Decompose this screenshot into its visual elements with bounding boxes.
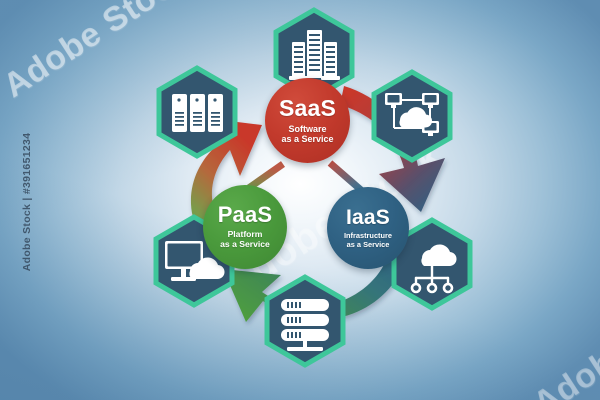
node-saas-subtitle-line1: Software — [288, 123, 327, 134]
cloud-nodes-icon — [410, 244, 457, 294]
node-iaas-title: IaaS — [346, 205, 390, 229]
hexagon-upper-left[interactable] — [155, 65, 239, 159]
server-rack-icon — [172, 94, 223, 132]
node-iaas-subtitle-line1: Infrastructure — [343, 230, 393, 240]
node-paas-subtitle-line1: Platform — [227, 229, 263, 240]
arrow-saas-to-iaas — [340, 86, 445, 212]
database-stack-icon — [281, 299, 329, 351]
node-paas-title: PaaS — [217, 202, 273, 228]
cloud-network-icon — [385, 93, 439, 136]
node-saas[interactable]: SaaS Software as a Service — [265, 78, 350, 163]
node-iaas-subtitle: Infrastructure as a Service — [343, 230, 393, 249]
node-paas-subtitle: Platform as a Service — [220, 229, 270, 250]
hexagon-upper-right[interactable] — [370, 69, 454, 163]
node-saas-subtitle-line2: as a Service — [281, 134, 334, 144]
connector-saas-iaas — [327, 160, 364, 193]
node-saas-subtitle: Software as a Service — [281, 124, 333, 145]
node-paas[interactable]: PaaS Platform as a Service — [203, 185, 287, 269]
desktop-cloud-icon — [165, 241, 225, 281]
hexagon-bottom[interactable] — [263, 274, 347, 368]
node-paas-subtitle-line2: as a Service — [220, 239, 270, 249]
node-saas-title: SaaS — [278, 94, 337, 121]
node-iaas-subtitle-line2: as a Service — [346, 239, 390, 249]
hexagon-top[interactable] — [272, 7, 356, 101]
node-iaas[interactable]: IaaS Infrastructure as a Service — [327, 187, 409, 269]
office-building-icon — [289, 30, 340, 80]
